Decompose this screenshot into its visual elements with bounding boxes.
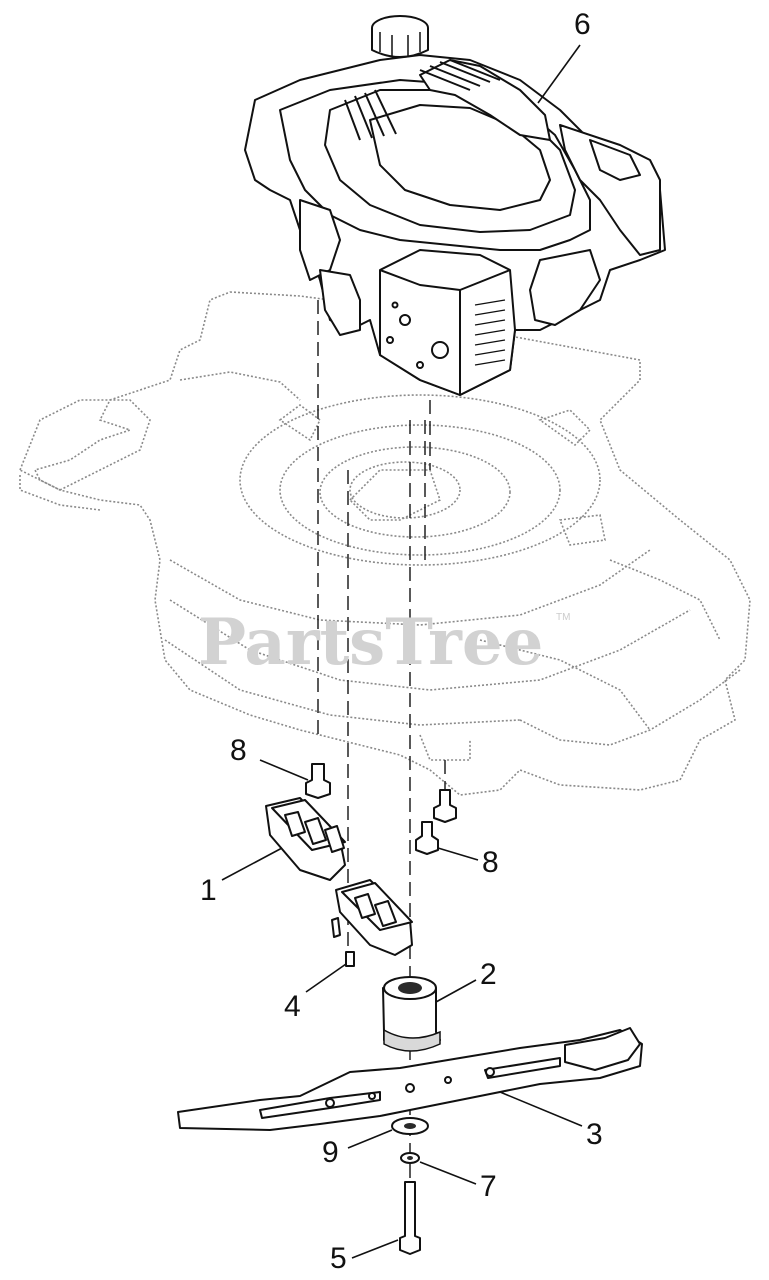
callout-number-3: 3	[586, 1118, 603, 1151]
fuel-cap-icon	[371, 15, 429, 58]
callout-number-8-upper: 8	[230, 734, 247, 767]
callout-number-7: 7	[480, 1170, 497, 1203]
bracket-part-2	[331, 879, 413, 956]
callout-number-2: 2	[480, 958, 497, 991]
bolt-part-lower	[415, 821, 479, 861]
callout-number-4: 4	[284, 990, 301, 1023]
callout-number-9: 9	[322, 1136, 339, 1169]
bolt-part-right	[433, 789, 457, 823]
mower-deck	[18, 291, 751, 796]
lock-washer-part	[400, 1152, 477, 1185]
bolt-part-upper	[259, 759, 331, 799]
bracket-part-1	[221, 797, 346, 881]
callout-number-1: 1	[200, 874, 217, 907]
callout-number-6: 6	[574, 8, 591, 41]
screw-part	[305, 951, 355, 993]
watermark-trademark: TM	[556, 612, 570, 623]
watermark-text: PartsTree	[198, 605, 543, 680]
blade-bolt-part	[351, 1181, 421, 1259]
engine-part	[244, 15, 666, 396]
callout-number-5: 5	[330, 1242, 347, 1275]
callout-number-8-lower: 8	[482, 846, 499, 879]
hub-part	[382, 976, 477, 1052]
assembly-axes	[317, 300, 446, 1180]
engine-block	[379, 249, 516, 396]
washer-part	[347, 1117, 429, 1149]
engine-vent-grille	[344, 59, 501, 141]
blade-part	[177, 1027, 643, 1131]
